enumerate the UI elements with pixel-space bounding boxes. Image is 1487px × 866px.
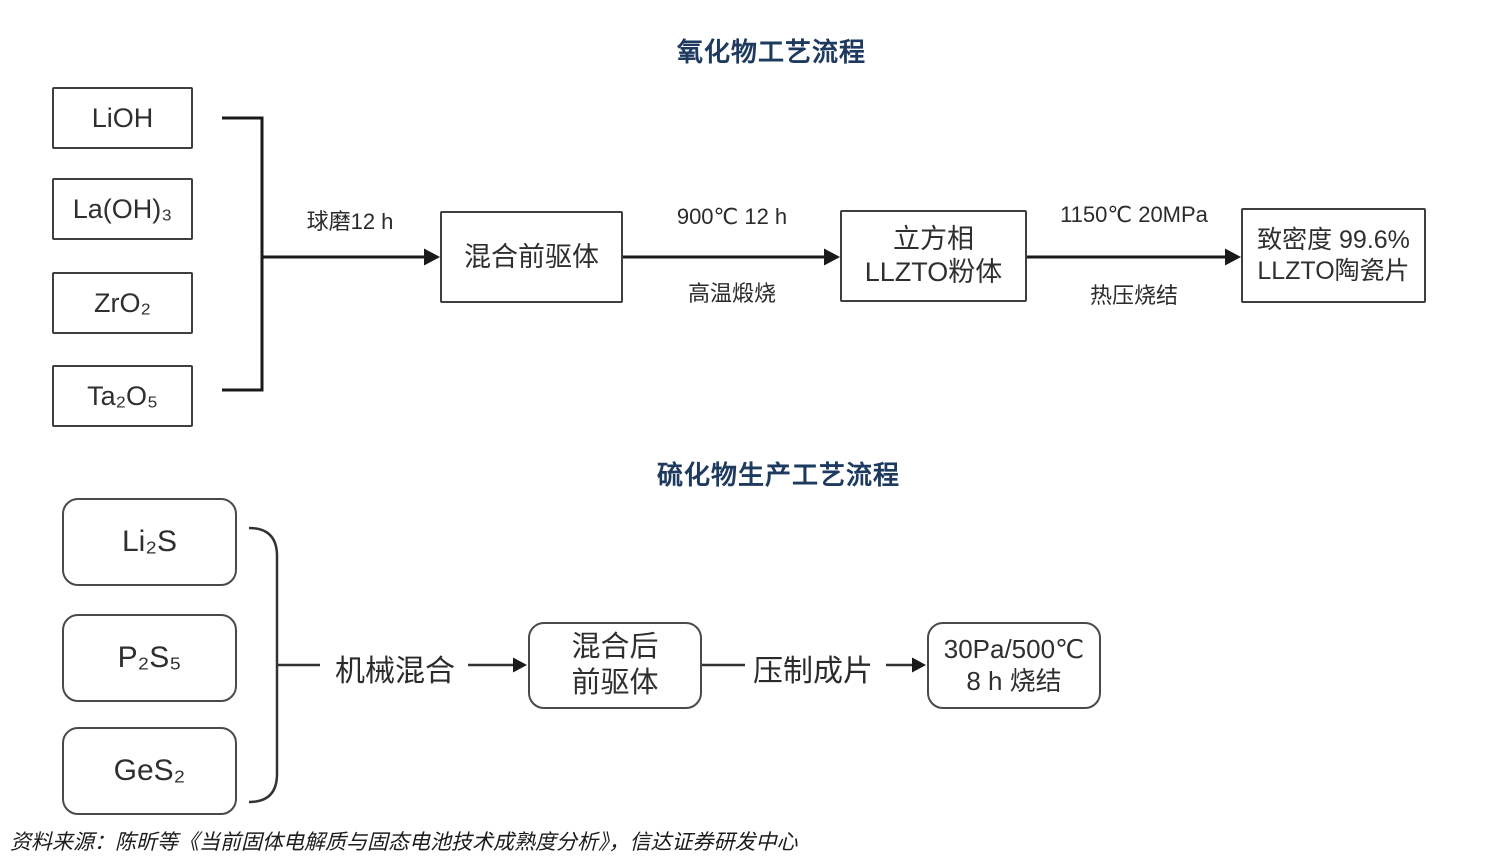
input-box-zro2: ZrO₂ [52, 272, 193, 334]
input-label: LiOH [91, 102, 154, 133]
input-box-p2s5: P₂S₅ [62, 614, 237, 702]
flow1-arrow1-head-icon [424, 248, 440, 266]
input-label: ZrO₂ [94, 287, 151, 318]
flow1-step3-label-top: 1150℃ 20MPa [1060, 202, 1208, 227]
box-label-line1: 混合后 [571, 631, 659, 664]
box-label-line1: 致密度 99.6% [1257, 226, 1410, 254]
box-llzto-powder: 立方相 LLZTO粉体 [840, 210, 1027, 302]
input-label: P₂S₅ [117, 640, 182, 674]
input-label: GeS₂ [113, 753, 186, 787]
flow1-step2-label-bottom: 高温煅烧 [687, 281, 776, 306]
input-label: Li₂S [121, 524, 177, 558]
input-box-laoh3: La(OH)₃ [52, 178, 193, 240]
box-label-line1: 30Pa/500℃ [943, 633, 1085, 664]
input-box-lioh: LiOH [52, 87, 193, 149]
input-label: Ta₂O₅ [87, 380, 158, 411]
input-box-ta2o5: Ta₂O₅ [52, 365, 193, 427]
flow1-arrow2-head-icon [824, 248, 840, 266]
flow1-step3-label-bottom: 热压烧结 [1089, 283, 1178, 308]
flow1-step2-label-top: 900℃ 12 h [676, 204, 788, 229]
input-box-li2s: Li₂S [62, 498, 237, 586]
input-box-ges2: GeS₂ [62, 727, 237, 815]
flow2-step2-label: 压制成片 [753, 655, 873, 688]
box-sintering-conditions: 30Pa/500℃ 8 h 烧结 [927, 622, 1101, 709]
box-mixed-after-precursor: 混合后 前驱体 [528, 622, 702, 709]
source-note: 资料来源：陈昕等《当前固体电解质与固态电池技术成熟度分析》，信达证券研发中心 [10, 830, 798, 854]
box-mixed-precursor: 混合前驱体 [440, 211, 623, 303]
flow2-arrow1-head-icon [513, 657, 527, 673]
box-label-line2: LLZTO陶瓷片 [1257, 256, 1410, 285]
flow2-title: 硫化物生产工艺流程 [657, 461, 901, 490]
box-label-line2: LLZTO粉体 [864, 257, 1003, 287]
box-label-line1: 立方相 [893, 224, 974, 255]
input-label: La(OH)₃ [72, 193, 173, 224]
box-label: 混合前驱体 [464, 241, 599, 272]
flow1-bracket [222, 116, 264, 392]
flow2-bracket [248, 526, 279, 804]
flow1-arrow3-head-icon [1225, 248, 1241, 266]
flow1-step1-label-top: 球磨12 h [306, 209, 394, 234]
flow2-arrow2-head-icon [912, 657, 926, 673]
flow1-title: 氧化物工艺流程 [677, 38, 867, 67]
flow2-step1-label: 机械混合 [335, 655, 455, 688]
box-label-line2: 8 h 烧结 [966, 665, 1062, 696]
box-llzto-ceramic: 致密度 99.6% LLZTO陶瓷片 [1241, 208, 1426, 303]
box-label-line2: 前驱体 [571, 666, 659, 699]
